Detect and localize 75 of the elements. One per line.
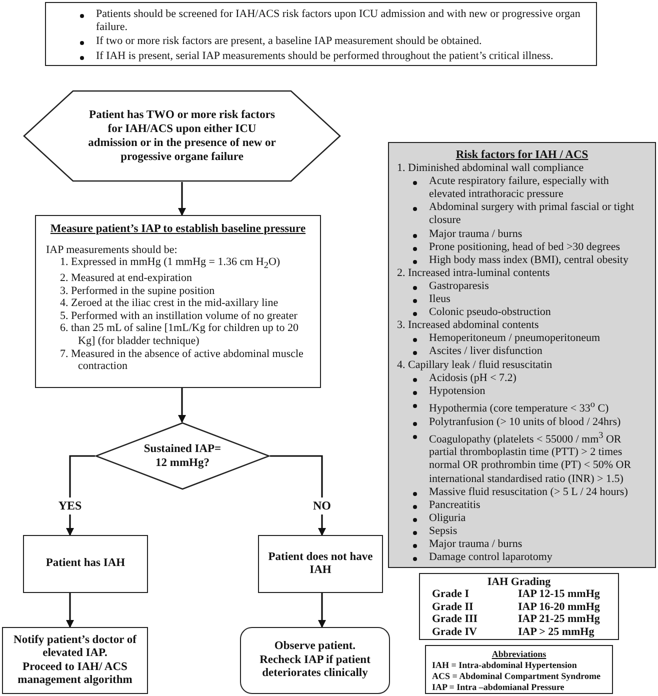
bullet-text: If two or more risk factors are present, a baseline IAP measurement should be obtained.: [96, 35, 482, 48]
bullet-text: Gastroparesis: [429, 280, 489, 294]
bullet-text: Massive fluid resuscitation (> 5 L / 24 hours): [429, 486, 628, 499]
arrow: [178, 182, 186, 216]
list-item-text: 2. Increased intra-luminal contents: [397, 266, 551, 280]
bullet-text: Damage control laparotomy: [429, 551, 552, 564]
bullet-text: Coagulopathy (platelets < 55000 / mm$^{3}$ OR partial thromboplastin time (PTT) > 2 times normal OR prothrombin time (PT) < 50% OR international standardised ratio (INR) > 1.5): [429, 428, 632, 486]
abbreviations-box: [425, 645, 613, 694]
bullet-text: Major trauma / burns: [429, 538, 522, 552]
bullet-text: Hemoperitoneum / pneumoperitoneum: [429, 332, 600, 346]
list-item-text: 5. Performed with an instillation volume of no greater: [60, 310, 298, 322]
bullet-text: High body mass index (BMI), central obesity: [429, 254, 628, 267]
edge-label: YES: [56, 498, 84, 514]
arrow: [178, 388, 186, 423]
list-item-text: 3. Increased abdominal contents: [397, 319, 540, 332]
list-item-text: 6. than 25 mL of saline [1mL/Kg for children up to 20 Kg] (for bladder technique): [60, 322, 300, 348]
bullet-text: Major trauma / burns: [429, 228, 522, 241]
abbreviation-text: IAH = Intra-abdominal Hypertension: [432, 660, 578, 671]
bullet-text: Pancreatitis: [429, 498, 480, 512]
list-item-text: 3. Performed in the supine position: [60, 284, 216, 298]
box-text: Notify patient’s doctor of elevated IAP.: [12, 634, 138, 660]
bullet-text: Ascites / liver disfunction: [429, 345, 542, 358]
decision-text: Sustained IAP= 12 mmHg?: [142, 442, 222, 470]
end-box: [240, 627, 390, 694]
box-text: Proceed to IAH/ ACS management algorithm: [16, 660, 134, 688]
edge-label: NO: [311, 498, 333, 514]
list-item-text: 4. Capillary leak / fluid resuscitatin: [397, 358, 554, 372]
list-item-text: 7. Measured in the absence of active abdominal muscle contraction: [60, 348, 304, 373]
bullet-text: Prone positioning, head of bed >30 degrees: [429, 240, 620, 254]
abbreviation-text: IAP = Intra –abdomianal Pressure: [432, 682, 566, 693]
bullet-text: Patients should be screened for IAH/ACS risk factors upon ICU admission and with new or progressive organ failure.: [96, 8, 582, 33]
list-item-text: 1. Expressed in mmHg (1 mmHg = 1.36 cm H$_{2}$O): [60, 256, 282, 272]
bullet-text: Hypothermia (core temperature < 33$^{o}$ C): [429, 398, 609, 416]
box-heading: Measure patient’s IAP to establish baseline pressure: [49, 223, 307, 236]
box-text: Patient has IAH: [46, 557, 126, 571]
abbreviation-text: ACS = Abdominal Compartment Syndrome: [432, 671, 602, 682]
table-cell-text: IAP 16-20 mmHg: [517, 600, 601, 614]
table-cell-text: Grade II: [432, 600, 474, 614]
bullet-text: Oliguria: [429, 512, 466, 525]
bullet-text: Ileus: [429, 293, 450, 306]
process-box: [2, 627, 148, 694]
bullet-text: Hypotension: [429, 384, 486, 398]
arrow: [318, 593, 326, 628]
list-item-text: 2. Measured at end-expiration: [60, 272, 193, 285]
process-box: [23, 535, 148, 593]
process-box: [258, 535, 383, 593]
table-cell-text: Grade I: [432, 588, 470, 601]
arrow: [66, 593, 74, 628]
table-heading: IAH Grading: [486, 576, 552, 588]
intro-text: IAP measurements should be:: [46, 244, 178, 256]
box-text: Patient does not have IAH: [267, 550, 374, 578]
table-cell-text: Grade IV: [432, 626, 478, 638]
list-item-text: 4. Zeroed at the iliac crest in the mid-axillary line: [60, 297, 280, 310]
risk-factors-panel: [388, 142, 656, 568]
table-cell-text: IAP > 25 mmHg: [517, 626, 596, 638]
box-text: Observe patient.: [274, 640, 356, 654]
bullet-text: Abdominal surgery with primal fascial or tight closure: [429, 201, 636, 228]
bullet-text: Colonic pseudo-obstruction: [429, 306, 551, 320]
bullet-text: If IAH is present, serial IAP measurements should be performed throughout the patient’s critical illness.: [96, 50, 554, 62]
bullet-text: Sepsis: [429, 524, 458, 538]
box-heading: Abbreviations: [490, 649, 548, 660]
box-text: Recheck IAP if patient deteriorates clinically: [258, 654, 372, 681]
table-cell-text: Grade III: [432, 613, 479, 626]
table-cell-text: IAP 21-25 mmHg: [517, 613, 601, 626]
grading-table: [419, 573, 619, 640]
start-text: Patient has TWO or more risk factors for IAH/ACS upon either ICU admission or in the presence of new or progessive organe failure: [87, 108, 277, 164]
bullet-text: Acidosis (pH < 7.2): [429, 372, 516, 385]
list-item-text: 1. Diminished abdominal wall compliance: [397, 162, 585, 176]
note-box: [45, 2, 597, 66]
panel-heading: Risk factors for IAH / ACS: [454, 149, 590, 162]
table-cell-text: IAP 12-15 mmHg: [517, 588, 601, 601]
bullet-text: Polytranfusion (> 10 units of blood / 24hrs): [429, 416, 621, 429]
bullet-text: Acute respiratory failure, especially with elevated intrathoracic pressure: [429, 175, 610, 202]
arrow: [270, 455, 326, 536]
process-box: [35, 215, 321, 388]
